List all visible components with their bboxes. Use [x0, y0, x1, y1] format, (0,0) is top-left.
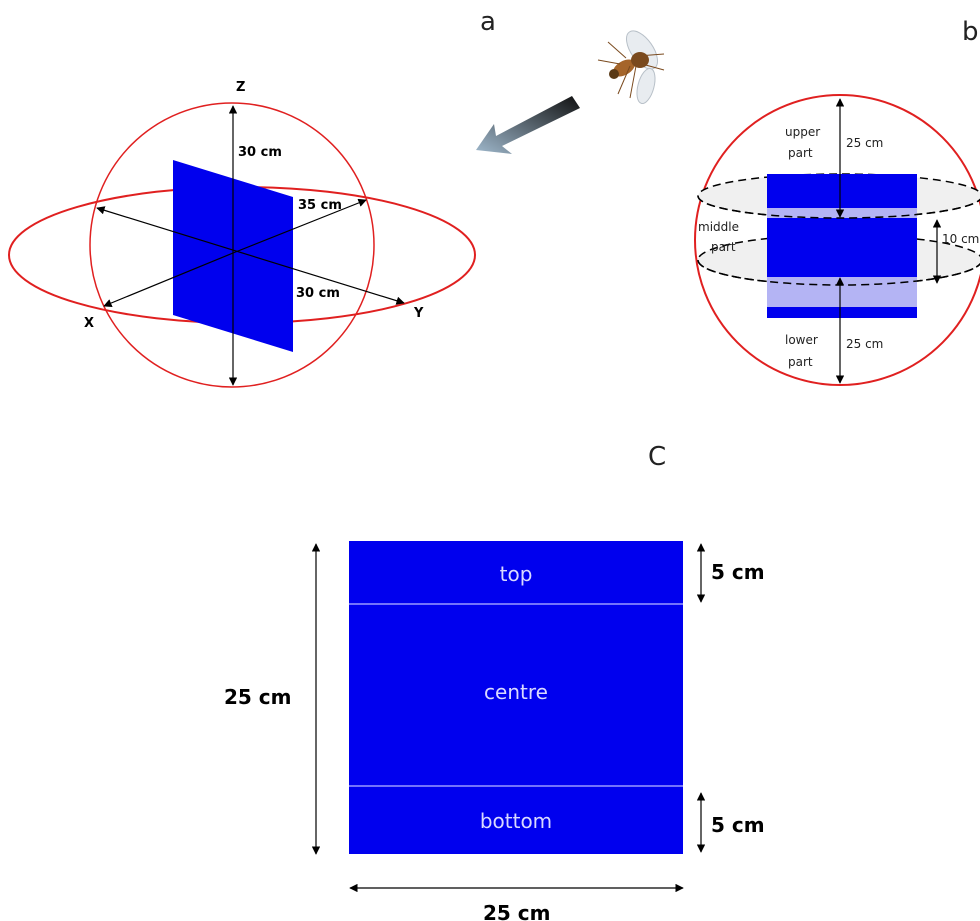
board-middle-section [767, 218, 917, 277]
upper-plane-front [697, 195, 980, 219]
middle-dim-label: 10 cm [942, 232, 979, 246]
width-dim-label: 25 cm [483, 901, 551, 921]
axis-z-label: Z [236, 80, 245, 95]
bottom-dim-label: 5 cm [711, 813, 765, 837]
middle-label: middle [698, 220, 739, 234]
x-axis [103, 252, 234, 308]
panel-b-label: b [962, 17, 979, 47]
upper-label-2: part [788, 146, 813, 160]
radius-line [232, 198, 367, 254]
middle-label-2: part [711, 240, 736, 254]
zone-centre-label: centre [484, 680, 548, 704]
board-lower-band [767, 277, 917, 307]
board-upper-section [767, 174, 917, 208]
dim-z-label: 30 cm [238, 145, 282, 160]
dim-y-label: 30 cm [296, 286, 340, 301]
panel-b: b upper part 25 cm middle part 10 cm low… [694, 17, 980, 386]
lower-label-2: part [788, 355, 813, 369]
panel-a: a Z X Y 30 cm 35 cm 30 cm [8, 7, 665, 388]
y-axis [96, 206, 405, 305]
lower-label: lower [785, 333, 818, 347]
zone-top-label: top [500, 562, 533, 586]
axis-x-label: X [84, 316, 94, 331]
zone-bottom-label: bottom [480, 809, 552, 833]
top-dim-label: 5 cm [711, 560, 765, 584]
fly-icon [597, 30, 665, 105]
board-lower-section [767, 307, 917, 318]
upper-dim-label: 25 cm [846, 136, 883, 150]
dim-radius-label: 35 cm [298, 198, 342, 213]
height-dim-label: 25 cm [224, 685, 292, 709]
board-square [349, 541, 683, 854]
panel-a-label: a [480, 7, 496, 37]
panel-c-label: C [648, 442, 666, 472]
panel-c: C top centre bottom 25 cm 25 cm 5 cm 5 c… [224, 442, 765, 921]
upper-label: upper [785, 125, 820, 139]
lower-dim-label: 25 cm [846, 337, 883, 351]
axis-y-label: Y [413, 306, 424, 321]
approach-arrow [476, 96, 580, 154]
